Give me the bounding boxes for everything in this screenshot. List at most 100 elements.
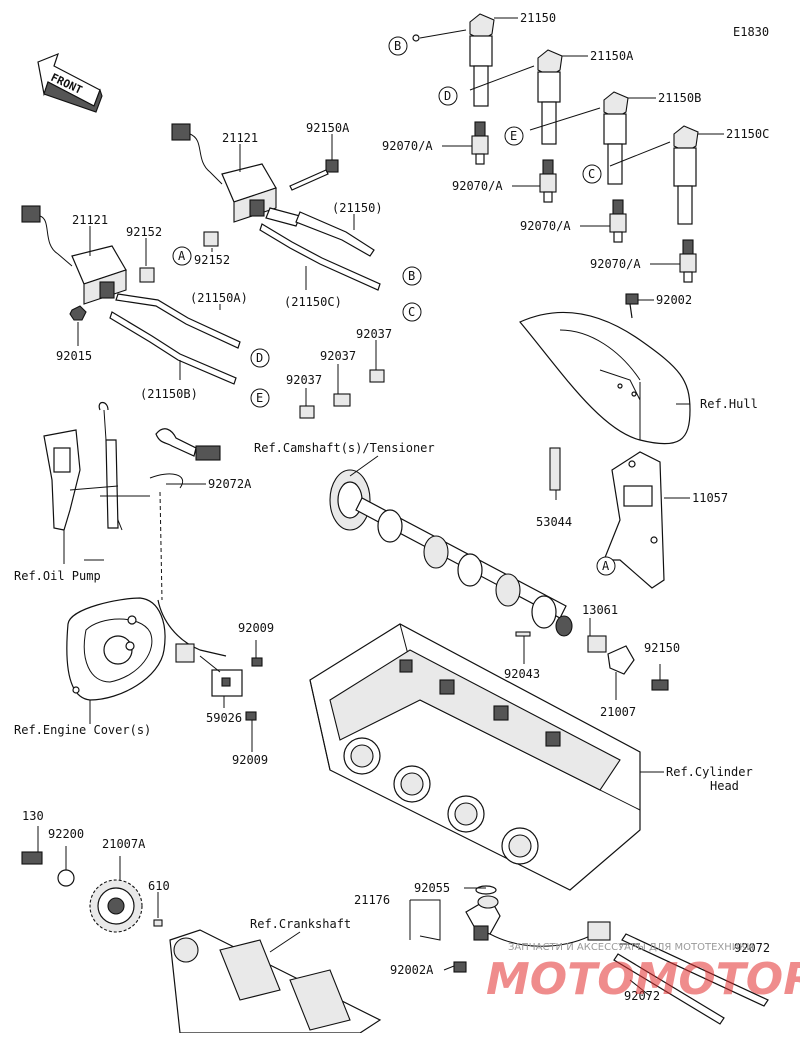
callout-92015: 92015	[56, 349, 92, 363]
callout-ref-21150A: (21150A)	[190, 291, 248, 305]
callout-92002A: 92002A	[390, 963, 434, 977]
key-610	[153, 919, 163, 927]
pin-53044	[549, 447, 561, 491]
callout-92072-lower: 92072	[624, 989, 660, 1003]
callout-21007: 21007	[600, 705, 636, 719]
callout-92043: 92043	[504, 667, 540, 681]
watermark-tagline: ЗАПЧАСТИ И АКСЕССУАРЫ ДЛЯ МОТОТЕХНИКИ	[508, 942, 754, 953]
marker-B-top: B	[388, 36, 408, 56]
marker-C-top: C	[582, 164, 602, 184]
engine-cover-reference-shape	[66, 597, 166, 701]
marker-C-mid: C	[402, 302, 422, 322]
marker-E-top: E	[504, 126, 524, 146]
callout-92150: 92150	[644, 641, 680, 655]
marker-D-mid: D	[250, 348, 270, 368]
marker-D-top-label: D	[444, 89, 451, 103]
ref-crankshaft: Ref.Crankshaft	[250, 917, 351, 931]
cable-tie-92072-upper	[621, 933, 769, 1007]
callout-21121-upper: 21121	[222, 131, 258, 145]
nut-92015	[69, 305, 87, 321]
ref-camshaft: Ref.Camshaft(s)/Tensioner	[254, 441, 435, 455]
marker-C-top-label: C	[588, 167, 595, 181]
callout-92037-left: 92037	[286, 373, 322, 387]
ignition-coil-21150B	[529, 91, 629, 185]
ref-cylinder-head-line1: Ref.Cylinder	[666, 765, 753, 779]
callout-92055: 92055	[414, 881, 450, 895]
callout-130: 130	[22, 809, 44, 823]
spark-plug-4	[679, 239, 697, 283]
cable-tie-92072-lower	[613, 953, 725, 1025]
callout-21150C: 21150C	[726, 127, 769, 141]
grommet-92152-b	[203, 231, 219, 247]
callout-92009-lower: 92009	[232, 753, 268, 767]
callout-92152-left: 92152	[126, 225, 162, 239]
sensor-harness	[149, 428, 263, 721]
callout-92070-2: 92070/A	[452, 179, 503, 193]
crankshaft-reference-shape	[169, 929, 382, 1034]
callout-21150A: 21150A	[590, 49, 634, 63]
callout-ref-21150C: (21150C)	[284, 295, 342, 309]
callout-11057: 11057	[692, 491, 728, 505]
cylinder-head-reference-shape	[309, 623, 641, 891]
bolt-130	[21, 851, 43, 865]
camshaft-reference-shape	[329, 469, 573, 637]
ref-hull: Ref.Hull	[700, 397, 758, 411]
cam-sensor-21176	[453, 885, 611, 973]
marker-A-right-label: A	[602, 559, 610, 573]
callout-21150: 21150	[520, 11, 556, 25]
coil-pack-lower	[21, 205, 241, 385]
callout-92152-right: 92152	[194, 253, 230, 267]
callout-21150B: 21150B	[658, 91, 701, 105]
marker-B-mid: B	[402, 266, 422, 286]
marker-D-mid-label: D	[256, 351, 263, 365]
clip-92037-c	[369, 369, 385, 383]
ref-engine-cover: Ref.Engine Cover(s)	[14, 723, 151, 737]
callout-92037-mid: 92037	[320, 349, 356, 363]
marker-A-left-label: A	[178, 249, 186, 263]
marker-C-mid-label: C	[408, 305, 415, 319]
clip-92037-a	[299, 405, 315, 419]
marker-E-mid: E	[250, 388, 270, 408]
callout-92072A: 92072A	[208, 477, 252, 491]
part-21007	[607, 645, 635, 675]
spark-plug-3	[609, 199, 627, 243]
marker-B-top-label: B	[394, 39, 401, 53]
washer-92200	[57, 869, 75, 887]
callout-ref-21150: (21150)	[332, 201, 383, 215]
callout-92070-3: 92070/A	[520, 219, 571, 233]
callout-21121-lower: 21121	[72, 213, 108, 227]
diagram-code: E1830	[733, 25, 769, 39]
marker-D-top: D	[438, 86, 458, 106]
callout-21176: 21176	[354, 893, 390, 907]
callout-92200: 92200	[48, 827, 84, 841]
hull-reference-shape	[519, 293, 691, 445]
marker-A-left: A	[172, 246, 192, 266]
callout-13061: 13061	[582, 603, 618, 617]
callout-92072-upper: 92072	[734, 941, 770, 955]
callout-59026: 59026	[206, 711, 242, 725]
coil-pack-upper	[171, 123, 381, 291]
gear-21007A	[89, 879, 143, 933]
callout-92037-right: 92037	[356, 327, 392, 341]
callout-ref-21150B: (21150B)	[140, 387, 198, 401]
ignition-coil-21150A	[469, 49, 563, 145]
marker-A-right: A	[596, 556, 616, 576]
part-13061	[587, 635, 607, 653]
callout-21007A: 21007A	[102, 837, 146, 851]
callout-92009-upper: 92009	[238, 621, 274, 635]
callout-92070-1: 92070/A	[382, 139, 433, 153]
callout-53044: 53044	[536, 515, 572, 529]
callout-92002: 92002	[656, 293, 692, 307]
pin-92043	[515, 631, 531, 637]
bolt-92150	[651, 679, 669, 691]
callout-92070-4: 92070/A	[590, 257, 641, 271]
leader-lines	[37, 17, 724, 997]
ref-cylinder-head-line2: Head	[710, 779, 739, 793]
bracket-11057	[603, 451, 665, 589]
watermark-logo: MOTOMOTOR.RU	[486, 954, 800, 1005]
spark-plug-1	[471, 121, 489, 165]
callout-92150A: 92150A	[306, 121, 350, 135]
spark-plug-2	[539, 159, 557, 203]
